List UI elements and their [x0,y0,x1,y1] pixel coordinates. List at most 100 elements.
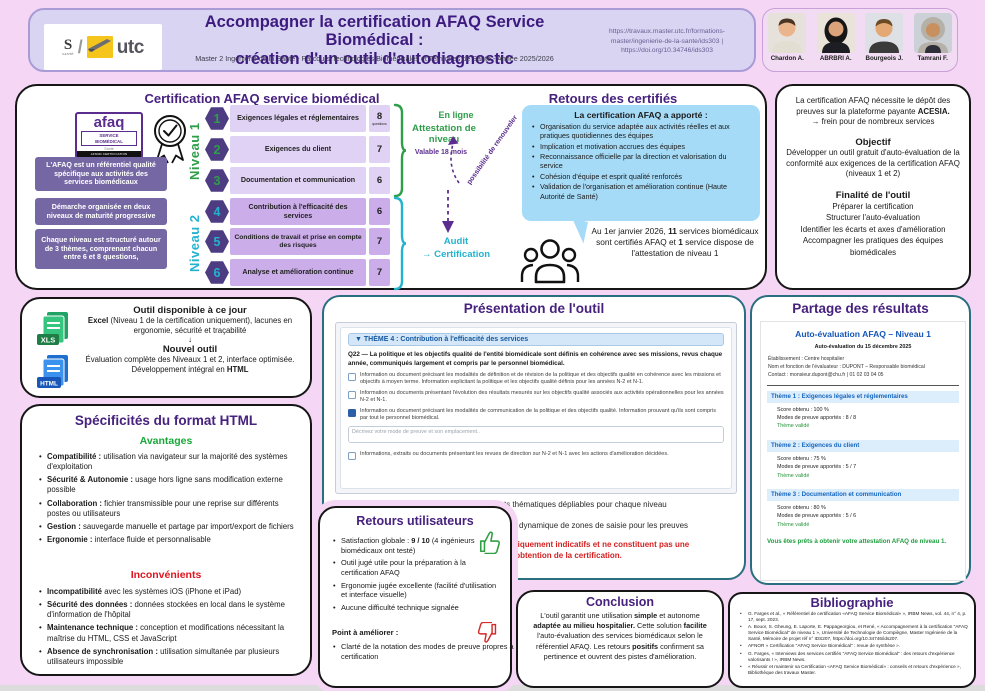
tools-title: Outil disponible à ce jour [133,305,247,316]
bibliography-title: Bibliographie [810,595,894,610]
theme-accordion-header[interactable]: ▼ THÈME 4 : Contribution à l'efficacité … [348,333,724,346]
bubble-title: La certification AFAQ a apporté : [574,110,708,120]
poster-bottom-edge [0,685,985,691]
author-photo [913,13,952,53]
report-divider [767,384,959,386]
theme-question-count: 7 [369,136,390,163]
tool-screenshot: ▼ THÈME 4 : Contribution à l'efficacité … [335,322,737,494]
certification-flow-label: → Certification [421,249,491,260]
valable-label: Valable 18 mois [414,149,468,156]
improvement-item: Clarté de la notation des modes de preuv… [332,642,522,661]
bubble-bullet: Organisation du service adaptée aux acti… [531,122,751,141]
feedback-item: Ergonomie jugée excellente (facilité d'u… [332,581,501,600]
poster-subtitle: Master 2 Ingénierie de la Santé - Parcou… [195,54,554,63]
theme-row-3: 3 Documentation et communication 6 [205,167,390,194]
drawbacks-title: Inconvénients [130,569,202,581]
report-date: Auto-évaluation du 15 décembre 2025 [814,344,912,350]
theme-number-hexagon: 2 [205,138,229,161]
report-theme-2: Thème 2 : Exigences du client Score obte… [767,439,959,480]
user-feedback-list: Satisfaction globale : 9 / 10 (4 ingénie… [332,536,501,615]
reference: « Réussir et maintenir sa Certification … [739,664,968,676]
afaq-logo: afaq SERVICE BIOMÉDICAL Santé AFNOR CERT… [75,112,143,160]
bubble-bullet: Reconnaissance officielle par la directi… [531,152,751,171]
feedback-item: Aucune difficulté technique signalée [332,603,501,613]
disclaimer-text: Les résultats fournis sont uniquement in… [407,540,690,560]
retours-certifies-title: Retours des certifiés [548,91,678,106]
evidence-input[interactable] [348,426,724,443]
retours-certifies-bubble: La certification AFAQ a apporté : Organi… [522,105,760,221]
reference: AFNOR « Certification "AFAQ Service Biom… [739,643,968,649]
reference: G. Farges et al., « Référentiel de certi… [739,611,968,623]
theme-row-2: 2 Exigences du client 7 [205,136,390,163]
checkbox[interactable] [348,451,356,460]
theme-row-4: 4 Contribution à l'efficacité des servic… [205,198,390,225]
fact-box: L'AFAQ est un référentiel qualité spécif… [35,157,167,191]
evidence-option: Information ou document précisant les mo… [348,408,724,423]
checkbox-checked[interactable] [348,408,356,417]
svg-text:HTML: HTML [40,381,58,388]
utc-swoosh-icon [86,36,113,58]
problem-text: La certification AFAQ nécessite le dépôt… [795,96,951,116]
tool-screenshot-page: ▼ THÈME 4 : Contribution à l'efficacité … [340,327,732,489]
authors-panel: Chardon A. ABRBRI A. Bourgeois J. Tamran… [762,8,958,72]
evaluation-report: Auto-évaluation AFAQ – Niveau 1 Auto-éva… [760,321,966,581]
theme-number-hexagon: 4 [205,200,229,223]
theme-label: Conditions de travail et prise en compte… [230,228,366,255]
conclusion-text: L'outil garantit une utilisation simple … [533,611,707,661]
poster-title: Accompagner la certification AFAQ Servic… [204,13,545,68]
utc-wordmark: utc [116,36,145,58]
bubble-bullet: Cohésion d'équipe et esprit qualité renf… [531,172,751,182]
presentation-title: Présentation de l'outil [463,301,605,316]
objectif-text: Développer un outil gratuit d'auto-évalu… [786,148,960,179]
new-tool-title: Nouvel outil [162,344,218,356]
thumbs-down-icon [477,622,497,643]
sharing-title: Partage des résultats [792,301,929,316]
author-2: ABRBRI A. [814,13,858,62]
certified-services-stat: Au 1er janvier 2026, 11 services biomédi… [591,226,759,259]
xls-file-icon: XLS [37,312,68,345]
conclusion-panel: Conclusion L'outil garantit une utilisat… [516,590,724,688]
tools-panel: XLS HTML Outil disponible à ce jour Exce… [20,297,312,398]
excel-tool-text: Excel (Niveau 1 de la certification uniq… [87,316,293,336]
logo-divider: / [77,36,83,57]
feedback-item: Outil jugé utile pour la préparation à l… [332,558,501,577]
theme-label: Analyse et amélioration continue [230,259,366,286]
attestation-label: Attestation de niveau [412,123,476,146]
report-final-message: Vous êtes prêts à obtenir votre attestat… [767,538,947,546]
tool-caption: Navigation intuitive par onglets thémati… [401,500,667,509]
niveau-2-brace-icon [393,196,406,291]
svg-text:XLS: XLS [41,336,56,345]
author-photo [768,13,807,53]
html-file-icon: HTML [37,355,68,388]
report-info: Établissement : Centre hospitalier Nom e… [768,356,925,378]
niveau-1-label: Niveau 1 [187,122,202,180]
author-1: Chardon A. [765,13,809,62]
objectif-title: Objectif [855,137,891,149]
theme-label: Contribution à l'efficacité des services [230,198,366,225]
advantages-list: Compatibilité : utilisation via navigate… [38,452,302,548]
theme-number-hexagon: 5 [205,230,229,253]
bubble-bullet: Implication et motivation accrues des éq… [531,142,751,152]
author-4: Tamrani F. [911,13,955,62]
report-title: Auto-évaluation AFAQ – Niveau 1 [795,329,931,339]
results-sharing-panel: Partage des résultats Auto-évaluation AF… [750,295,971,585]
feedback-item: Satisfaction globale : 9 / 10 (4 ingénie… [332,536,501,555]
audit-label: Audit [443,236,469,247]
finalite-title: Finalité de l'outil [835,190,911,202]
theme-question-count: 7 [369,228,390,255]
specifics-title: Spécificités du format HTML [74,413,258,428]
checkbox[interactable] [348,390,356,399]
niveau-1-brace-icon [393,103,406,198]
tool-caption: Sélection des réponses avec affichage dy… [379,521,689,530]
fact-box: Démarche organisée en deux niveaux de ma… [35,198,167,225]
checkbox[interactable] [348,372,356,381]
user-feedback-title: Retours utilisateurs [356,514,474,528]
report-theme-3: Thème 3 : Documentation et communication… [767,488,959,529]
people-group-icon [520,239,580,284]
theme-question-count: 7 [369,259,390,286]
reference: A. Bouor, S. Gheung, E. Laporte, E. Papp… [739,624,968,642]
finalite-list: Préparer la certification Structurer l'a… [800,202,946,257]
